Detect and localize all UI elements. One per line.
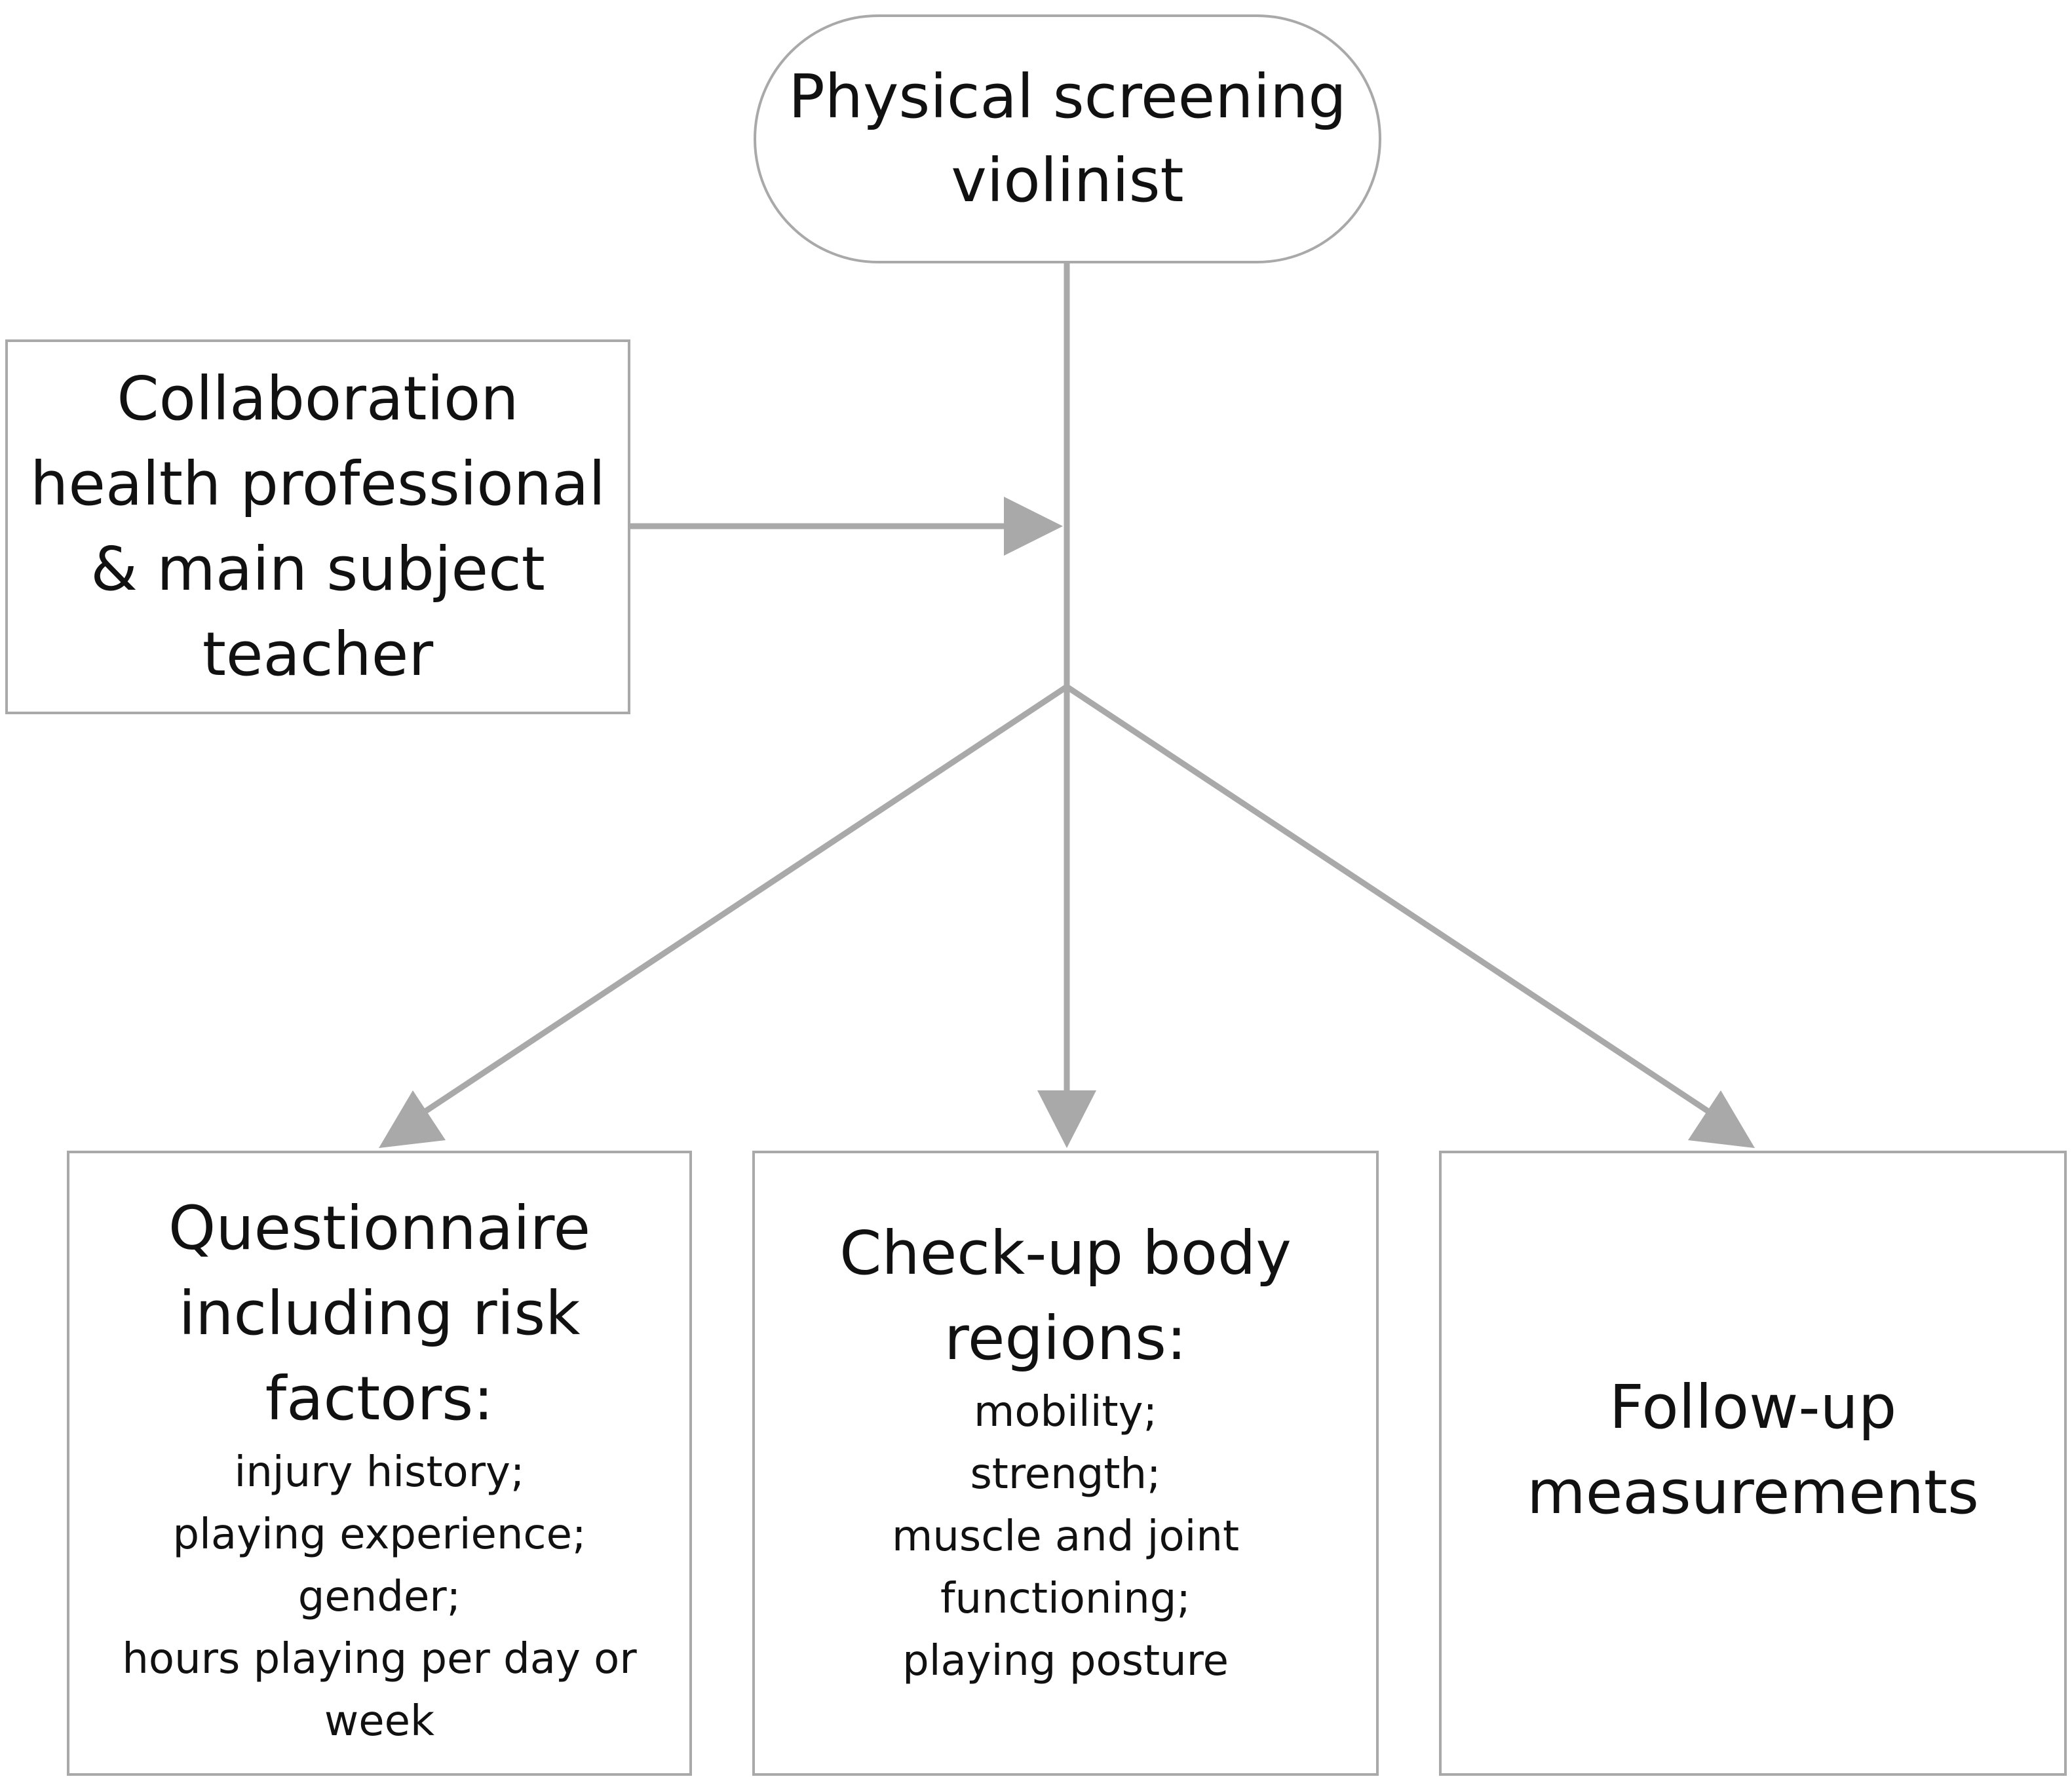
start-node-label: Physical screening violinist xyxy=(788,62,1347,216)
checkup-item: playing posture xyxy=(902,1637,1229,1685)
side-input-node-collaboration: Collaboration health professional & main… xyxy=(5,339,630,714)
questionnaire-item: injury history; xyxy=(234,1448,525,1497)
questionnaire-item: playing experience; xyxy=(172,1510,586,1559)
side-input-arrowhead xyxy=(1004,497,1063,556)
checkup-item: strength; xyxy=(970,1450,1161,1499)
checkup-item: mobility; xyxy=(974,1388,1157,1436)
outcome-node-followup: Follow-up measurements xyxy=(1439,1151,2067,1776)
checkup-item-list: mobility; strength; muscle and joint fun… xyxy=(862,1381,1269,1693)
side-input-label: Collaboration health professional & main… xyxy=(30,364,605,689)
outcome-node-questionnaire: Questionnaire including risk factors: in… xyxy=(67,1151,692,1776)
questionnaire-item: hours playing per day or week xyxy=(122,1635,637,1746)
checkup-title: Check-up body regions: xyxy=(839,1218,1292,1373)
branch-arrowhead-checkup xyxy=(1037,1090,1096,1148)
outcome-node-checkup: Check-up body regions: mobility; strengt… xyxy=(752,1151,1379,1776)
questionnaire-item: gender; xyxy=(297,1573,461,1621)
branch-line-questionnaire xyxy=(416,683,1070,1119)
branch-arrowhead-followup xyxy=(1688,1090,1755,1148)
questionnaire-title: Questionnaire including risk factors: xyxy=(168,1193,591,1434)
checkup-item: muscle and joint functioning; xyxy=(891,1512,1240,1623)
questionnaire-item-list: injury history; playing experience; gend… xyxy=(111,1442,648,1753)
branch-arrowhead-questionnaire xyxy=(379,1090,446,1148)
followup-title: Follow-up measurements xyxy=(1527,1372,1979,1527)
start-node-physical-screening: Physical screening violinist xyxy=(754,14,1381,263)
branch-line-followup xyxy=(1064,683,1717,1119)
